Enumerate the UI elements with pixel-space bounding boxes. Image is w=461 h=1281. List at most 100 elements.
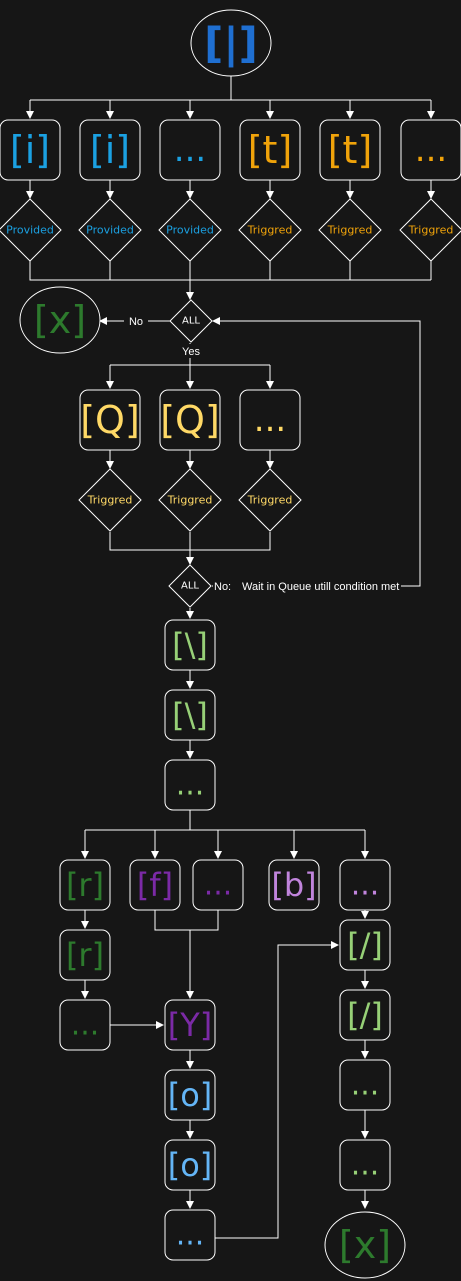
node-sl1: [/]: [339, 919, 391, 971]
node-r1-label: [r]: [66, 866, 104, 904]
node-q2-shape: [159, 389, 221, 451]
node-d3: Provided: [158, 198, 222, 262]
node-q3: ...: [239, 389, 301, 451]
node-f2-label: ...: [204, 868, 233, 903]
node-tr2-shape: [319, 119, 381, 181]
node-all1-shape: [169, 299, 213, 343]
node-tr1-shape: [239, 119, 301, 181]
node-d3-label: Provided: [166, 224, 214, 237]
node-qd2-shape: [158, 468, 222, 532]
node-r1-shape: [59, 859, 111, 911]
node-d1-shape: [0, 198, 62, 262]
node-tr2: [t]: [319, 119, 381, 181]
node-r2-label: [r]: [66, 936, 104, 974]
node-qd1: Triggred: [78, 468, 142, 532]
node-f2: ...: [192, 859, 244, 911]
node-in1-shape: [0, 119, 61, 181]
edge-q-merge: [109, 532, 271, 551]
node-d3-shape: [158, 198, 222, 262]
node-s1: [\]: [164, 619, 216, 671]
node-r3: ...: [59, 999, 111, 1051]
node-o2-label: [o]: [168, 1146, 213, 1184]
node-q1: [Q]: [79, 389, 141, 451]
node-r2: [r]: [59, 929, 111, 981]
node-qd1-shape: [78, 468, 142, 532]
node-d4-shape: [238, 198, 302, 262]
node-d6-shape: [399, 198, 461, 262]
node-o3: ...: [164, 1209, 216, 1261]
edge-label-no1: No: [129, 316, 143, 328]
node-tr3-shape: [400, 119, 461, 181]
no1-label-bg: [124, 314, 148, 328]
node-qd2-label: Triggred: [167, 494, 213, 507]
node-sl2: [/]: [339, 989, 391, 1041]
node-y1-shape: [164, 999, 216, 1051]
node-sl3-label: ...: [351, 1068, 380, 1103]
node-s3-label: ...: [176, 768, 205, 803]
node-b1-shape: [268, 859, 320, 911]
node-d6: Triggred: [399, 198, 461, 262]
node-q3-shape: [239, 389, 301, 451]
node-q1-label: [Q]: [80, 398, 140, 442]
node-sl1-shape: [339, 919, 391, 971]
node-s3: ...: [164, 759, 216, 811]
node-b1-label: [b]: [271, 866, 316, 904]
edge-label-wait: Wait in Queue utill condition met: [242, 581, 399, 593]
node-r1: [r]: [59, 859, 111, 911]
node-tr1-label: [t]: [248, 128, 293, 172]
node-start-label: [|]: [204, 19, 258, 68]
node-q3-label: ...: [254, 400, 286, 440]
node-sl4: ...: [339, 1139, 391, 1191]
node-exit1: [x]: [19, 286, 101, 354]
node-start: [|]: [190, 9, 272, 77]
node-qd3: Triggred: [238, 468, 302, 532]
edge-o3-sl1: [215, 941, 339, 1239]
edge-f-merge-y1: [154, 910, 219, 998]
node-d5-label: Triggred: [327, 224, 373, 237]
wait-label-bg: [213, 579, 401, 593]
node-o2: [o]: [164, 1139, 216, 1191]
node-s2-label: [\]: [172, 696, 208, 734]
node-o2-shape: [164, 1139, 216, 1191]
node-all2-shape: [168, 564, 212, 608]
node-in3-label: ...: [174, 130, 206, 170]
node-q2-label: [Q]: [160, 398, 220, 442]
node-all2: ALL: [168, 564, 212, 608]
node-r3-shape: [59, 999, 111, 1051]
node-all1: ALL: [169, 299, 213, 343]
node-qd2: Triggred: [158, 468, 222, 532]
node-o1: [o]: [164, 1069, 216, 1121]
node-s1-shape: [164, 619, 216, 671]
node-tr2-label: [t]: [328, 128, 373, 172]
node-sl4-label: ...: [351, 1148, 380, 1183]
node-s1-label: [\]: [172, 626, 208, 664]
node-q2: [Q]: [159, 389, 221, 451]
node-exit1-label: [x]: [34, 298, 86, 342]
node-d5: Triggred: [318, 198, 382, 262]
edge-label-no2: No:: [214, 581, 231, 593]
node-r2-shape: [59, 929, 111, 981]
edge-labels: No Yes No: Wait in Queue utill condition…: [124, 314, 401, 593]
node-tr3: ...: [400, 119, 461, 181]
node-d4: Triggred: [238, 198, 302, 262]
node-q1-shape: [79, 389, 141, 451]
node-start-shape: [190, 9, 272, 77]
node-s2-shape: [164, 689, 216, 741]
node-o3-shape: [164, 1209, 216, 1261]
node-d2: Provided: [78, 198, 142, 262]
nodes: [|] [i] [i]... [t] [t]... Provided Provided Pro…: [0, 9, 461, 1279]
node-f1-label: [f]: [137, 866, 173, 904]
node-all1-label: ALL: [182, 316, 200, 327]
node-in2-label: [i]: [90, 128, 130, 172]
node-all2-label: ALL: [181, 581, 199, 592]
node-d6-label: Triggred: [408, 224, 454, 237]
edge-loop-back: [212, 317, 421, 587]
node-e1-shape: [339, 859, 391, 911]
node-qd3-shape: [238, 468, 302, 532]
node-s3-shape: [164, 759, 216, 811]
node-exit2: [x]: [324, 1211, 406, 1279]
node-f1-shape: [129, 859, 181, 911]
node-d1-label: Provided: [6, 224, 54, 237]
node-in1-label: [i]: [10, 128, 50, 172]
node-tr3-label: ...: [415, 130, 447, 170]
